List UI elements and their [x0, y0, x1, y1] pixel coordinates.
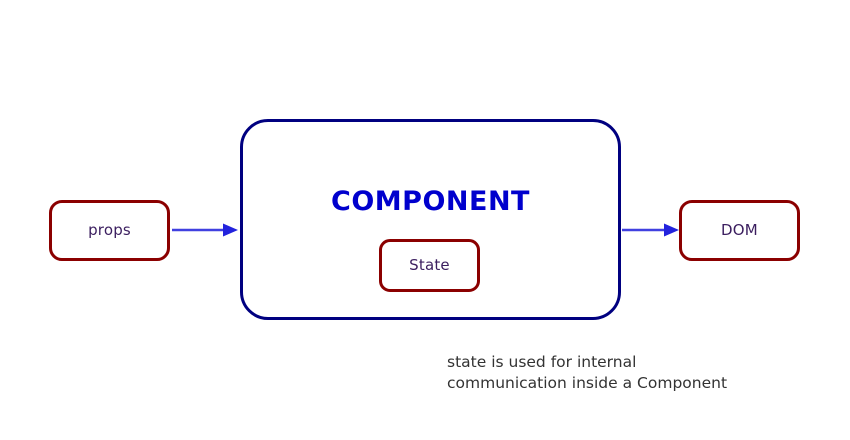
caption-line-1: state is used for internal [447, 353, 637, 371]
node-dom: DOM [679, 200, 800, 261]
node-state-label: State [409, 256, 450, 274]
node-props: props [49, 200, 170, 261]
node-component-title: COMPONENT [331, 186, 530, 217]
node-state: State [379, 239, 480, 292]
diagram-caption: state is used for internal communication… [447, 352, 807, 394]
node-props-label: props [88, 221, 131, 239]
arrow-component-to-dom [622, 222, 679, 238]
arrow-props-to-component [172, 222, 238, 238]
node-component: COMPONENT [240, 119, 621, 320]
caption-line-2: communication inside a Component [447, 374, 728, 392]
node-dom-label: DOM [721, 221, 758, 239]
